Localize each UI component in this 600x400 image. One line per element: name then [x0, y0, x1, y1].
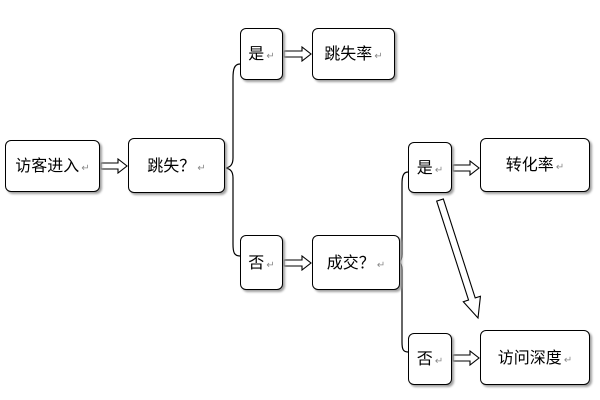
node-conversion-rate: 转化率↵ [480, 138, 590, 192]
node-label: 否 [248, 252, 265, 272]
node-bounce-yes: 是↵ [240, 28, 283, 80]
node-label: 否 [416, 349, 433, 368]
node-label: 是 [416, 157, 433, 177]
paragraph-mark: ↵ [376, 259, 386, 271]
arrow-deal-no-to-visit-depth [452, 349, 480, 367]
node-bounce-no: 否↵ [240, 235, 283, 290]
node-label: 是 [248, 44, 265, 63]
node-visit-depth: 访问深度↵ [480, 330, 590, 385]
node-deal-yes: 是↵ [408, 142, 452, 193]
arrow-deal-yes-to-visit-depth [435, 198, 482, 320]
node-visitor-entry: 访客进入↵ [5, 140, 100, 192]
brace-bounce-branch [225, 63, 241, 257]
node-label: 转化率 [505, 155, 554, 174]
paragraph-mark: ↵ [563, 354, 573, 366]
node-bounce-rate: 跳失率↵ [312, 28, 395, 80]
arrow-bounce-yes-to-bounce-rate [283, 45, 312, 63]
paragraph-mark: ↵ [434, 356, 444, 367]
node-deal-question: 成交？↵ [312, 235, 400, 290]
paragraph-mark: ↵ [266, 51, 275, 62]
arrow-bounce-no-to-deal-question [283, 254, 312, 272]
node-label: 成交？ [326, 252, 375, 272]
node-label: 访问深度 [497, 347, 562, 367]
node-deal-no: 否↵ [408, 333, 452, 385]
node-label: 访客进入 [15, 156, 80, 175]
node-label: 跳失率 [324, 44, 373, 63]
arrow-entry-to-bounce-question [100, 157, 128, 175]
paragraph-mark: ↵ [555, 162, 565, 173]
paragraph-mark: ↵ [434, 164, 444, 176]
paragraph-mark: ↵ [266, 259, 275, 271]
brace-deal-branch [397, 171, 409, 353]
paragraph-mark: ↵ [374, 51, 383, 62]
node-bounce-question: 跳失？↵ [128, 138, 225, 193]
paragraph-mark: ↵ [81, 163, 90, 174]
node-label: 跳失？ [147, 155, 196, 175]
paragraph-mark: ↵ [197, 162, 206, 174]
arrow-deal-yes-to-conversion-rate [452, 159, 480, 177]
